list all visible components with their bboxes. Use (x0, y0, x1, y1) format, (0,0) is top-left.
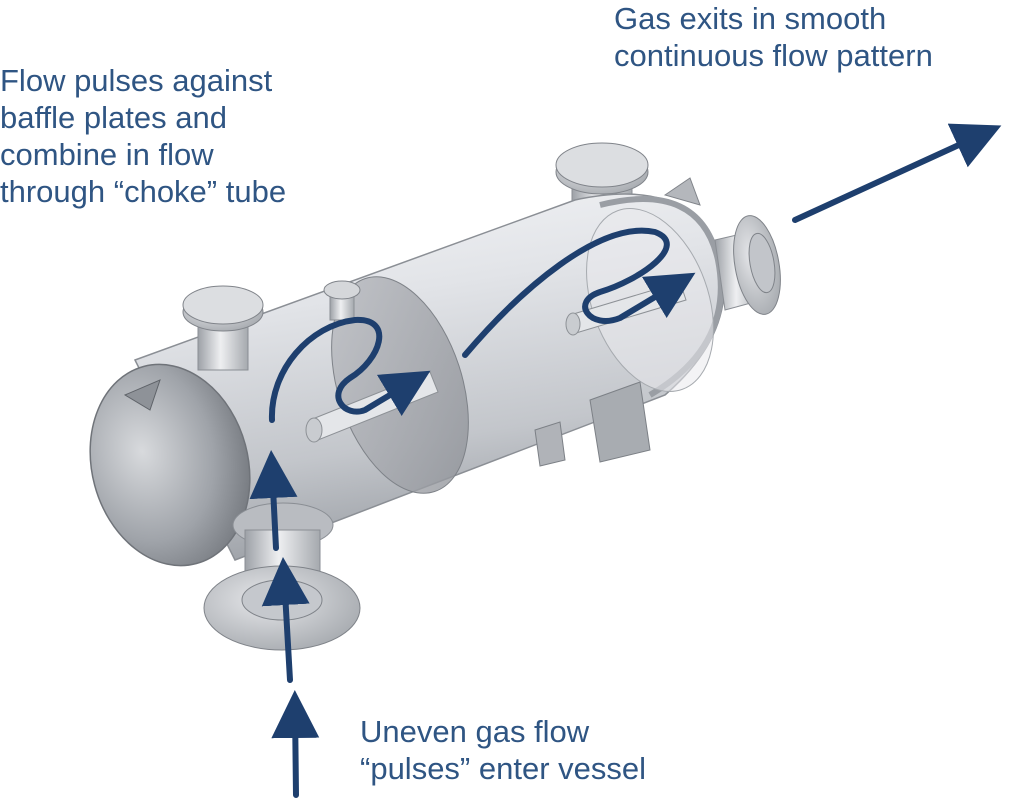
outlet-nozzle (715, 212, 787, 318)
outlet-annotation: Gas exits in smooth continuous flow patt… (614, 0, 933, 74)
outlet-flow-arrow (795, 133, 985, 220)
baffle-annotation: Flow pulses against baffle plates and co… (0, 62, 286, 210)
inlet-annotation: Uneven gas flow “pulses” enter vessel (360, 713, 646, 787)
inlet-flow-arrow (295, 708, 296, 795)
inlet-flow-arrow-3 (272, 468, 276, 548)
vessel (68, 143, 787, 650)
